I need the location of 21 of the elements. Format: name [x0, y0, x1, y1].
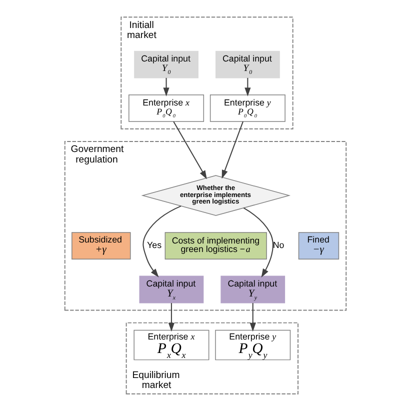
node-box: Capital input Y$_{0}$	[216, 50, 280, 78]
node-box: Fined −γ	[298, 232, 340, 260]
arrow	[163, 78, 170, 96]
node-box: Capital input Y$_{y}$	[220, 276, 286, 304]
arrow	[243, 208, 274, 278]
arrow	[142, 206, 182, 278]
node-box: Costs of implementing green logistics −a	[164, 232, 267, 260]
node-box: Capital input Y$_{x}$	[139, 276, 204, 304]
node-box: Capital input Y$_{0}$	[134, 50, 198, 78]
arrow	[250, 303, 256, 332]
edge-label: No	[272, 240, 284, 250]
arrow	[173, 121, 207, 180]
edge-label: Yes	[147, 240, 162, 250]
node-box: Enterprise x P$_{0}$Q$_{0}$	[128, 94, 204, 122]
node-box: Enterprise y P$_{y}$Q$_{y}$	[215, 330, 291, 360]
node-box: Enterprise x P$_{x}$Q$_{x}$	[134, 330, 210, 360]
arrow	[244, 78, 251, 96]
arrow	[168, 303, 175, 332]
arrow	[222, 121, 244, 179]
node-box: Subsidized +γ	[72, 232, 131, 260]
node-box: Enterprise y P$_{0}$Q$_{0}$	[210, 94, 286, 122]
